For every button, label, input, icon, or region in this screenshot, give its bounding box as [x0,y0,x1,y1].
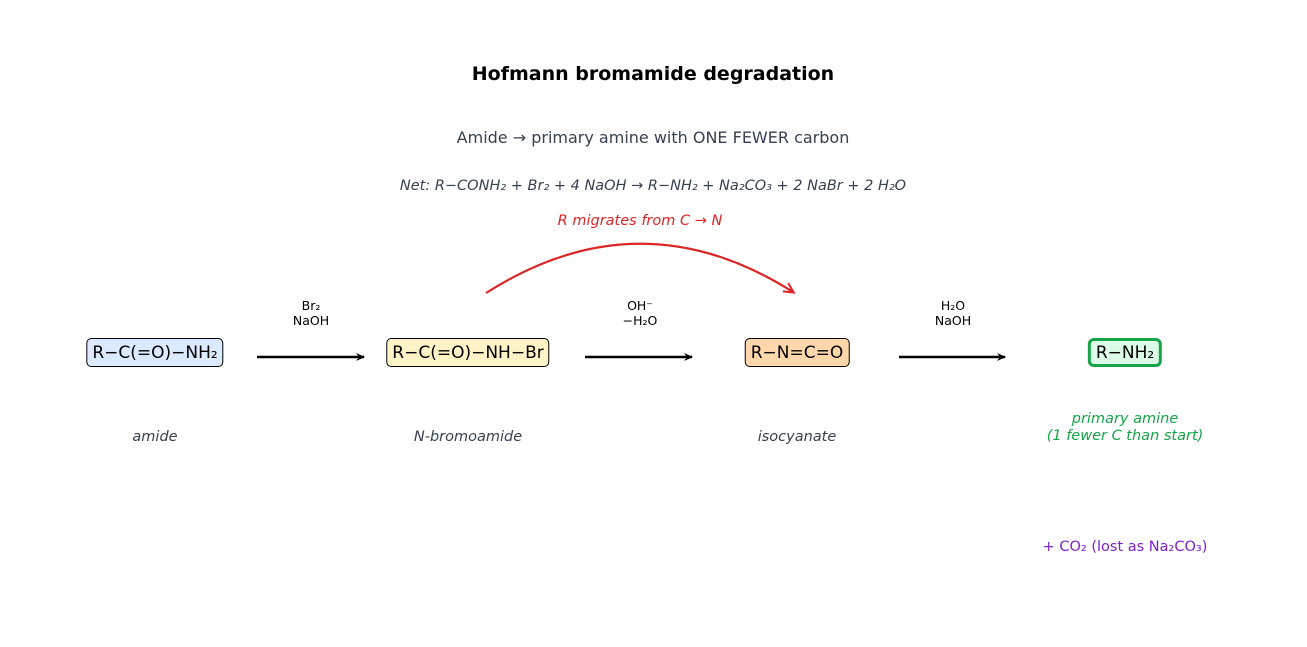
migration-arrow [485,242,793,294]
primary-amine-label: primary amine (1 fewer C than start) [1047,411,1204,445]
step-3-reagents: H₂O NaOH [935,298,971,328]
primary-amine-label-line1: primary amine [1071,411,1179,427]
amide-label: amide [132,429,178,445]
step-3-reagent-line1: H₂O [940,298,966,313]
isocyanate-label: isocyanate [757,429,837,445]
n-bromoamide-box: R−C(=O)−NH−Br [386,338,550,367]
diagram-subtitle: Amide → primary amine with ONE FEWER car… [456,128,850,147]
step-2-reagent-line1: OH⁻ [627,298,653,313]
step-1-reagent-line2: NaOH [292,313,330,328]
step-2-reagent-line2: −H₂O [622,313,658,328]
primary-amine-label-line2: (1 fewer C than start) [1046,428,1204,444]
isocyanate-box: R−N=C=O [744,338,850,367]
amide-box: R−C(=O)−NH₂ [86,338,224,367]
migration-note: R migrates from C → N [557,213,723,229]
step-1-reagent-line1: Br₂ [301,298,321,313]
diagram-title: Hofmann bromamide degradation [471,63,835,85]
co2-byproduct: + CO₂ (lost as Na₂CO₃) [1042,539,1208,555]
step-1-reagents: Br₂ NaOH [293,298,329,328]
primary-amine-box: R−NH₂ [1087,338,1163,367]
step-2-reagents: OH⁻ −H₂O [623,298,658,328]
step-3-reagent-line2: NaOH [934,313,972,328]
n-bromoamide-label: N-bromoamide [413,429,523,445]
net-equation: Net: R−CONH₂ + Br₂ + 4 NaOH → R−NH₂ + Na… [399,178,907,194]
